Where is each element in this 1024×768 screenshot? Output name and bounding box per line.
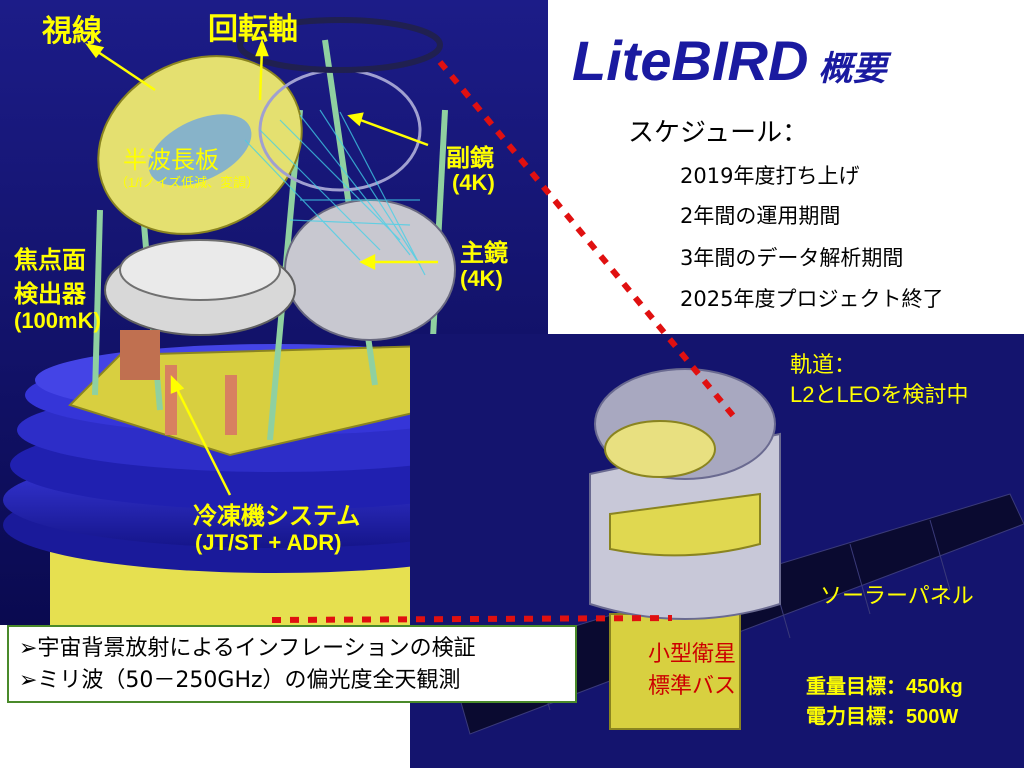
rotation-axis-label: 回転軸	[208, 13, 298, 46]
orbit-label: 軌道：	[790, 352, 857, 377]
solar-panel-label: ソーラーパネル	[820, 583, 974, 608]
power-target: 電力目標：500W	[806, 706, 959, 728]
schedule-item: 2年間の運用期間	[680, 204, 841, 228]
schedule-item: 2025年度プロジェクト終了	[680, 287, 944, 311]
detector-label: 検出器	[14, 281, 86, 308]
secondary-mirror-label: 副鏡	[446, 145, 494, 172]
goal-item: ➢ミリ波（50－250GHz）の偏光度全天観測	[19, 668, 461, 693]
line-of-sight-label: 視線	[42, 15, 102, 48]
hwp-label: 半波長板	[123, 147, 219, 174]
title-sub: 概要	[818, 50, 887, 88]
primary-mirror-temp: (4K)	[460, 266, 503, 291]
schedule-item: 2019年度打ち上げ	[680, 164, 860, 188]
primary-mirror-label: 主鏡	[460, 240, 508, 267]
cooler-label: 冷凍機システム	[193, 503, 361, 530]
goals-box: ➢宇宙背景放射によるインフレーションの検証 ➢ミリ波（50－250GHz）の偏光…	[7, 625, 577, 703]
detector-temp: (100mK)	[14, 308, 101, 333]
satellite-illustration	[410, 334, 1024, 768]
mass-target: 重量目標：450kg	[806, 676, 963, 698]
goal-item: ➢宇宙背景放射によるインフレーションの検証	[19, 636, 476, 661]
secondary-mirror-temp: (4K)	[452, 170, 495, 195]
bus-label: 小型衛星	[648, 641, 737, 666]
cooler-sub: (JT/ST + ADR)	[195, 530, 342, 555]
orbit-value: L2とLEOを検討中	[790, 382, 969, 407]
bus-label-2: 標準バス	[648, 673, 737, 698]
hwp-note: （1/fノイズ低減、変調）	[115, 175, 260, 190]
schedule-heading: スケジュール：	[628, 118, 809, 148]
schedule-item: 3年間のデータ解析期間	[680, 246, 904, 270]
title-main: LiteBIRD	[572, 29, 809, 92]
focal-plane-label: 焦点面	[14, 247, 86, 274]
